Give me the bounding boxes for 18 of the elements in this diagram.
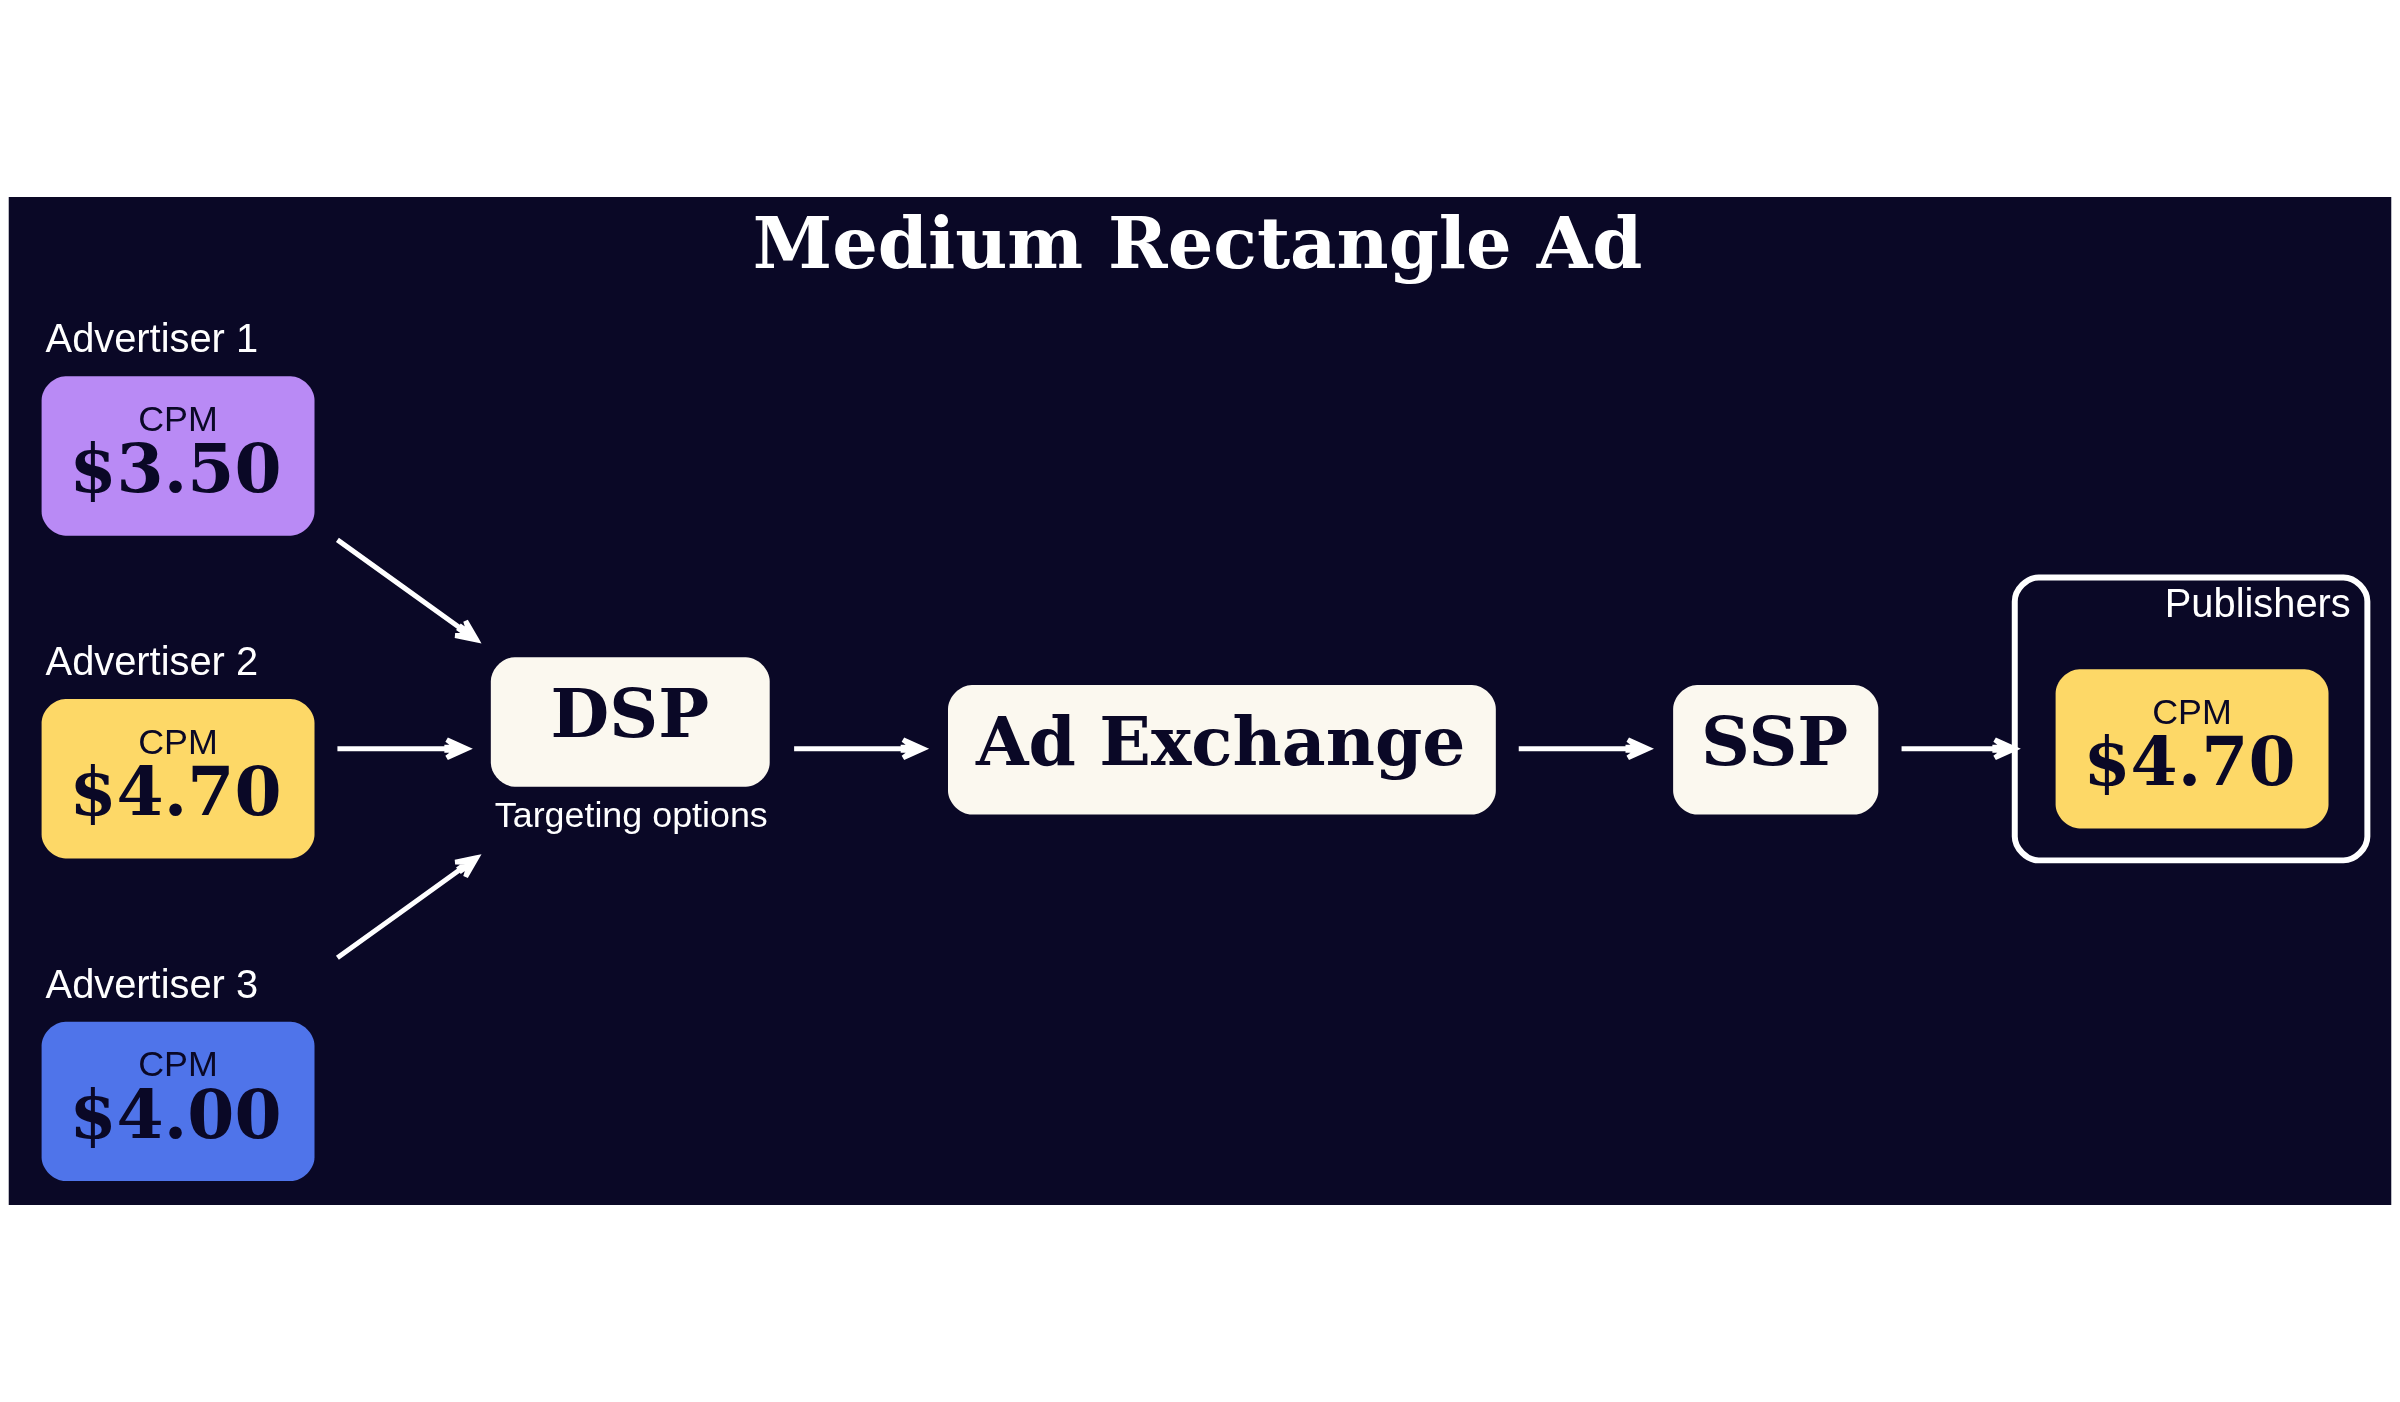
arrow (335, 855, 480, 960)
arrow (1518, 737, 1651, 761)
node-label: Advertiser 1 (45, 316, 259, 361)
node-box: SSP (1673, 685, 1879, 815)
node-box: CPM $3.50 (41, 376, 315, 536)
diagram-title: Medium Rectangle Ad (752, 201, 1643, 286)
arrow (337, 737, 470, 761)
arrow (335, 537, 480, 643)
node-label: Advertiser 3 (45, 961, 259, 1006)
arrow (794, 737, 926, 761)
arrow (1901, 737, 2018, 761)
node-box: CPM $4.70 (41, 699, 315, 859)
node-box: DSP (490, 657, 770, 787)
node-box: Ad Exchange (948, 685, 1496, 815)
node-box: CPM $4.70 (2055, 669, 2329, 829)
node-box: CPM $4.00 (41, 1021, 315, 1182)
node-label: Advertiser 2 (45, 639, 259, 684)
node-label: Targeting options (494, 795, 768, 836)
